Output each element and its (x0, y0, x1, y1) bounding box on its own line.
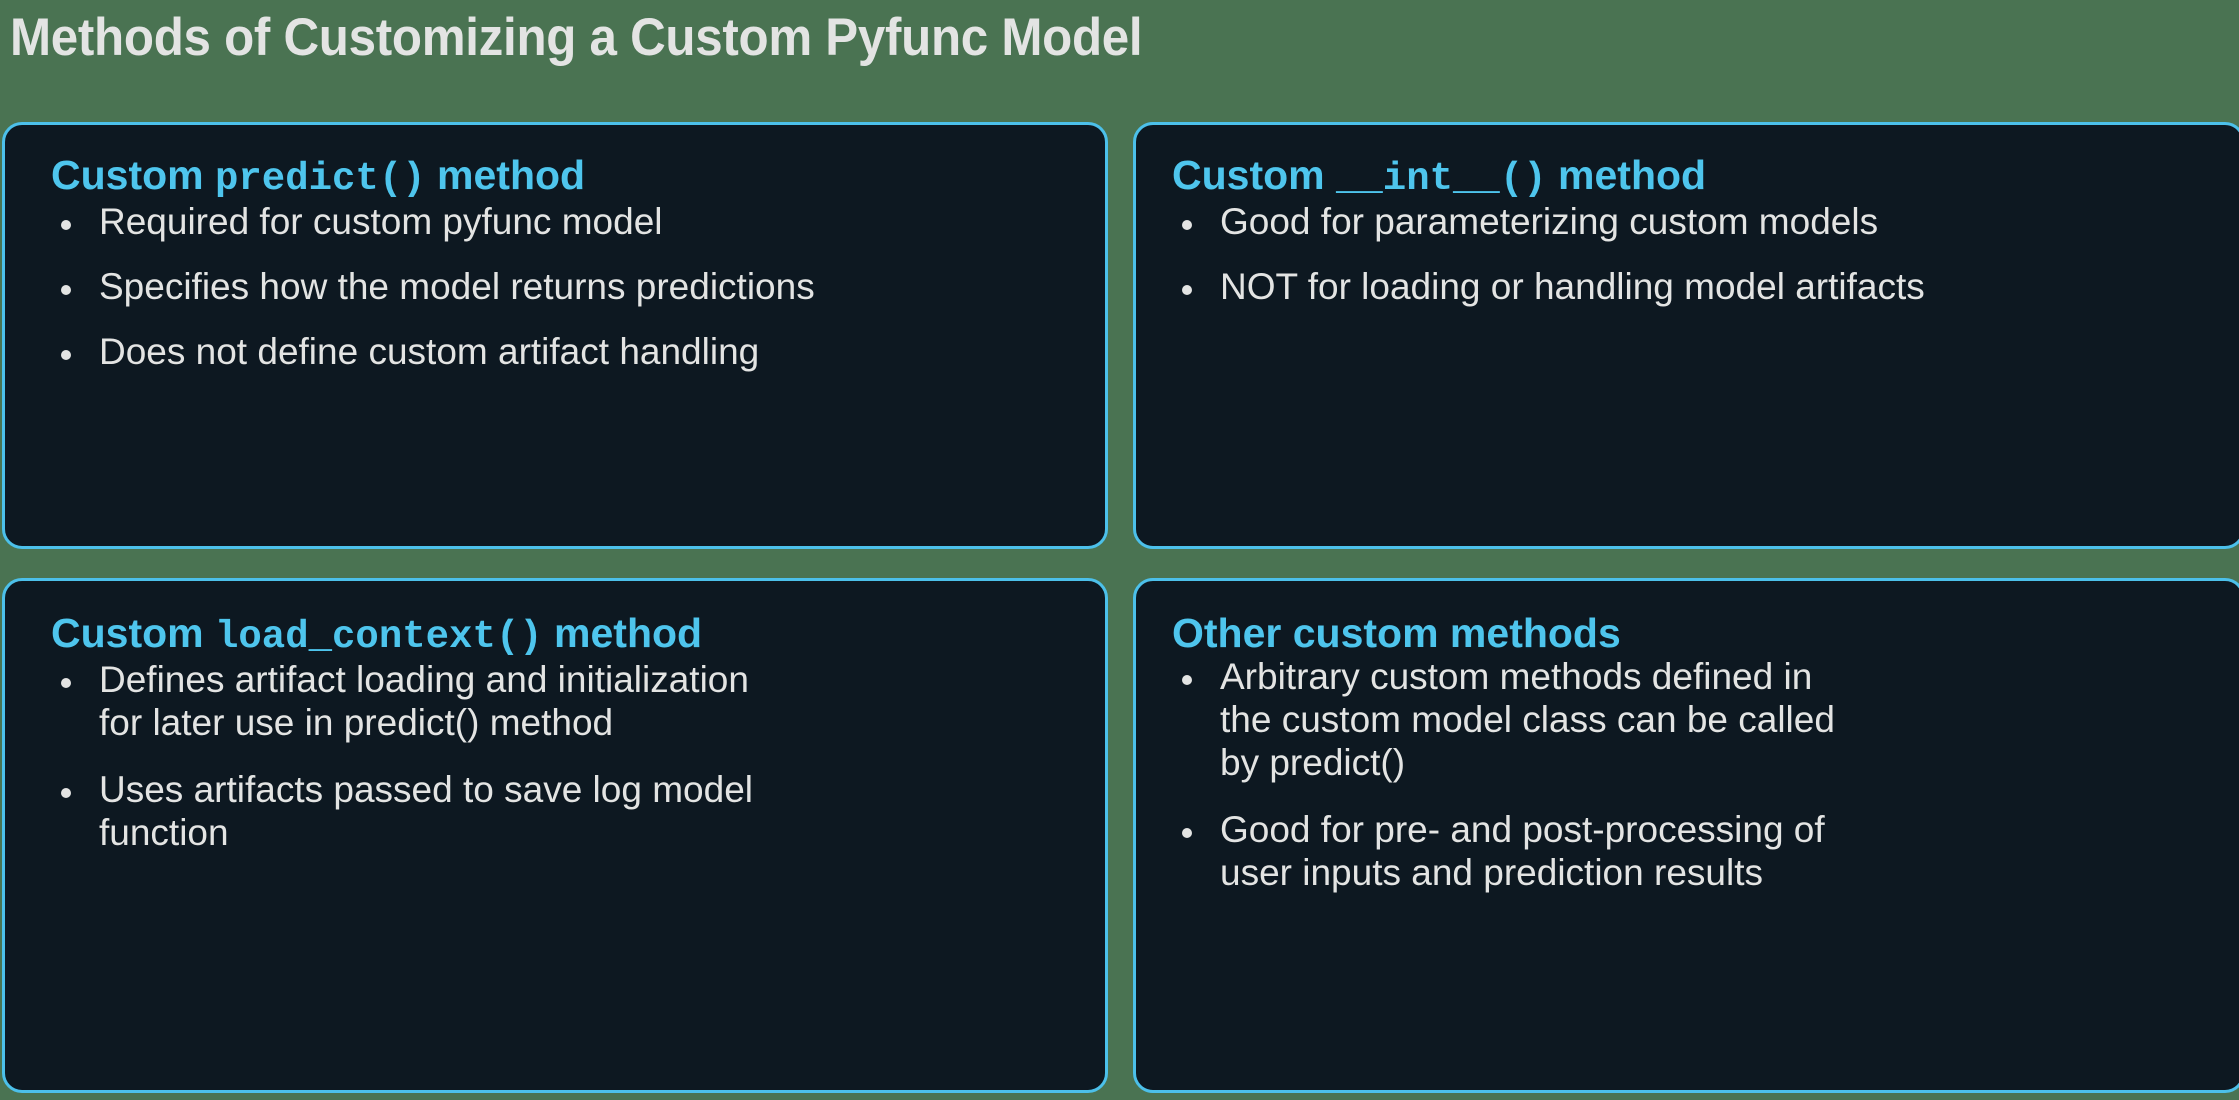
bullet-dot-icon (1182, 220, 1192, 231)
bullet-item: Uses artifacts passed to save log model … (51, 769, 771, 855)
heading-code-run: predict() (215, 157, 426, 201)
bullet-text: Defines artifact loading and initializat… (99, 658, 749, 743)
card-body: Custom load_context() method Defines art… (51, 610, 1075, 855)
bullet-text: Specifies how the model returns predicti… (99, 265, 815, 307)
bullet-dot-icon (61, 220, 71, 231)
card-body: Other custom methods Arbitrary custom me… (1172, 610, 2208, 895)
heading-code-run: load_context() (215, 615, 543, 659)
card-body: Custom __int__() method Good for paramet… (1172, 152, 2212, 309)
bullet-dot-icon (61, 787, 71, 798)
bullet-text: Required for custom pyfunc model (99, 200, 663, 242)
bullet-text: Good for parameterizing custom models (1220, 200, 1879, 242)
bullet-dot-icon (1182, 828, 1192, 839)
card-content: Custom __int__() method Good for paramet… (1136, 125, 2239, 546)
card-body: Custom predict() method Required for cus… (51, 152, 1075, 374)
bullet-item: Good for parameterizing custom models (1172, 201, 2212, 244)
bullet-item: Specifies how the model returns predicti… (51, 266, 1075, 309)
heading-text-run: Custom (1172, 152, 1336, 198)
card-custom-predict-method: Custom predict() method Required for cus… (2, 122, 1108, 549)
heading-text-run: method (425, 152, 586, 198)
card-heading: Other custom methods (1172, 610, 2208, 656)
heading-text-run: method (542, 610, 703, 656)
bullet-text: Uses artifacts passed to save log model … (99, 768, 753, 853)
bullet-item: NOT for loading or handling model artifa… (1172, 266, 2212, 309)
card-content: Other custom methods Arbitrary custom me… (1136, 581, 2239, 1090)
bullet-item: Required for custom pyfunc model (51, 201, 1075, 244)
bullet-dot-icon (1182, 285, 1192, 296)
card-heading: Custom __int__() method (1172, 152, 2212, 201)
bullet-dot-icon (61, 349, 71, 360)
bullet-text: Does not define custom artifact handling (99, 330, 760, 372)
bullet-dot-icon (1182, 675, 1192, 686)
bullet-text: Good for pre- and post-processing of use… (1220, 808, 1825, 893)
page-title: Methods of Customizing a Custom Pyfunc M… (10, 8, 1143, 67)
heading-text-run: method (1546, 152, 1707, 198)
heading-code-run: __int__() (1336, 157, 1547, 201)
heading-text-run: Custom (51, 610, 215, 656)
bullet-dot-icon (61, 678, 71, 689)
bullet-text: Arbitrary custom methods defined in the … (1220, 656, 1835, 783)
card-content: Custom load_context() method Defines art… (5, 581, 1105, 1090)
bullet-dot-icon (61, 285, 71, 296)
heading-text-run: Other custom methods (1172, 610, 1621, 656)
card-content: Custom predict() method Required for cus… (5, 125, 1105, 546)
card-custom-load-context-method: Custom load_context() method Defines art… (2, 578, 1108, 1093)
bullet-list: Defines artifact loading and initializat… (51, 659, 771, 855)
bullet-item: Arbitrary custom methods defined in the … (1172, 656, 1862, 785)
bullet-item: Defines artifact loading and initializat… (51, 659, 771, 745)
card-heading: Custom predict() method (51, 152, 1075, 201)
bullet-item: Good for pre- and post-processing of use… (1172, 809, 1862, 895)
card-other-custom-methods: Other custom methods Arbitrary custom me… (1133, 578, 2239, 1093)
bullet-list: Arbitrary custom methods defined in the … (1172, 656, 1862, 895)
card-heading: Custom load_context() method (51, 610, 1075, 659)
card-custom-init-method: Custom __int__() method Good for paramet… (1133, 122, 2239, 549)
bullet-item: Does not define custom artifact handling (51, 331, 1075, 374)
heading-text-run: Custom (51, 152, 215, 198)
bullet-text: NOT for loading or handling model artifa… (1220, 265, 1925, 307)
